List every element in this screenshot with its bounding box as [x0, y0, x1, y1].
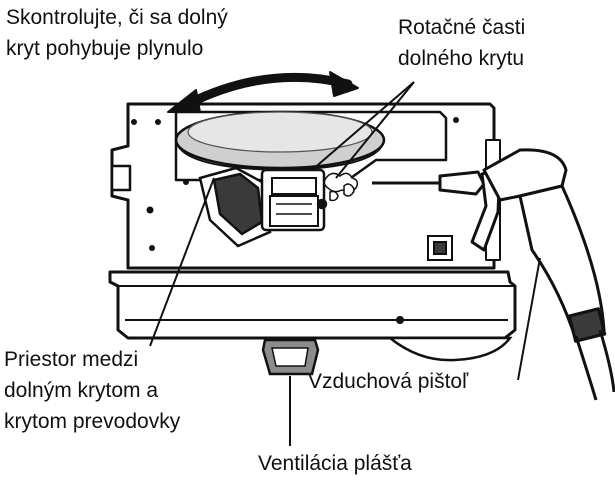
label-check-guard-line-1: Skontrolujte, či sa dolný	[6, 2, 228, 33]
label-space-between-line-2: dolným krytom a	[4, 375, 180, 406]
base-plate	[110, 272, 515, 338]
label-space-between-line-3: krytom prevodovky	[4, 406, 180, 437]
switch-box	[428, 236, 452, 260]
label-space-between: Priestor medzi dolným krytom a krytom pr…	[4, 344, 180, 437]
lower-housing	[390, 338, 510, 360]
label-rotating-parts-line-2: dolného krytu	[398, 43, 525, 74]
label-space-between-line-1: Priestor medzi	[4, 344, 180, 375]
label-check-guard: Skontrolujte, či sa dolný kryt pohybuje …	[6, 2, 228, 64]
label-air-gun: Vzduchová pištoľ	[308, 366, 468, 397]
label-check-guard-line-2: kryt pohybuje plynulo	[6, 33, 228, 64]
label-housing-vents: Ventilácia plášťa	[258, 448, 412, 479]
label-rotating-parts-line-1: Rotačné časti	[398, 12, 525, 43]
label-rotating-parts: Rotačné časti dolného krytu	[398, 12, 525, 74]
